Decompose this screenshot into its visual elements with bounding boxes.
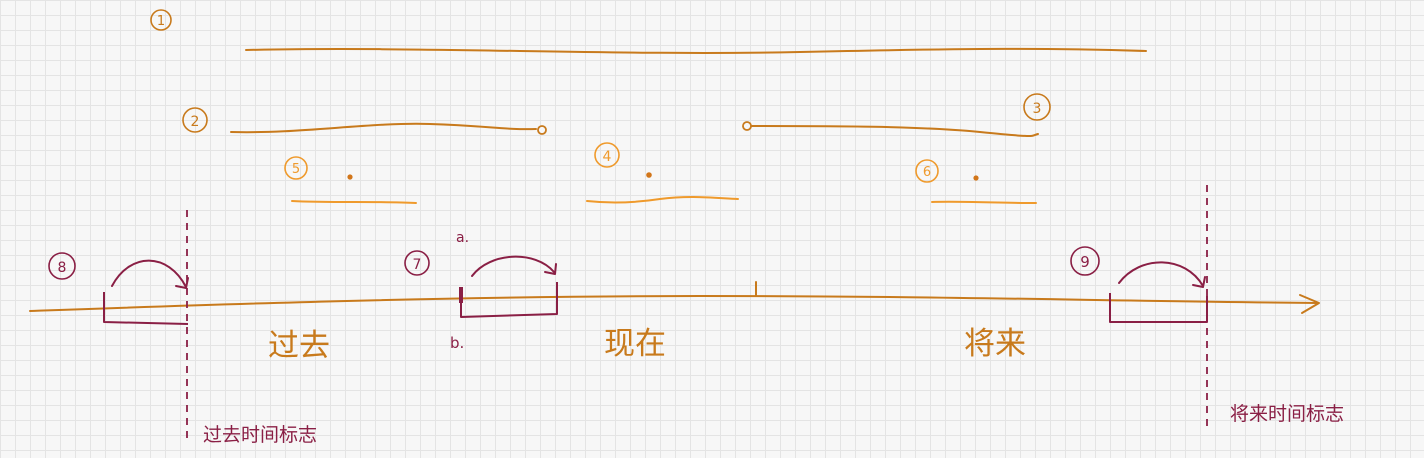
arc-8 bbox=[111, 259, 187, 288]
point-5-group: 5 bbox=[284, 156, 417, 204]
number-2-circle bbox=[182, 107, 208, 133]
number-3-label: 3 bbox=[1033, 101, 1042, 117]
line-3-open-endpoint bbox=[742, 121, 752, 131]
point-5-dot bbox=[347, 174, 353, 180]
number-6-label: 6 bbox=[923, 165, 931, 180]
arc-7 bbox=[471, 255, 555, 277]
line-2 bbox=[230, 122, 537, 134]
label-a: a. bbox=[456, 230, 469, 246]
label-past: 过去 bbox=[268, 328, 330, 364]
number-9-label: 9 bbox=[1080, 253, 1090, 271]
line-1 bbox=[245, 47, 1147, 54]
number-8-circle bbox=[48, 252, 76, 280]
point-4-dot bbox=[646, 172, 652, 178]
arc-9 bbox=[1118, 261, 1204, 287]
number-1-label: 1 bbox=[157, 14, 165, 29]
label-b: b. bbox=[450, 334, 464, 352]
time-axis-arrowhead bbox=[1299, 294, 1320, 314]
line-3 bbox=[751, 125, 1039, 137]
bracket-8 bbox=[103, 292, 189, 325]
marker-7-group: 7 a. b. bbox=[404, 230, 558, 352]
number-8-label: 8 bbox=[58, 260, 67, 276]
label-future-time-marker: 将来时间标志 bbox=[1230, 403, 1344, 425]
label-present: 现在 bbox=[604, 326, 666, 362]
time-axis-line bbox=[29, 294, 1319, 312]
line-1-group: 1 bbox=[150, 9, 1147, 54]
number-5-circle bbox=[284, 156, 308, 180]
number-9-circle bbox=[1070, 246, 1100, 276]
marker-9-group: 9 bbox=[1070, 185, 1208, 430]
number-1-circle bbox=[150, 9, 172, 31]
point-6-dot bbox=[973, 175, 979, 181]
line-2-open-endpoint bbox=[537, 125, 547, 135]
point-4-group: 4 bbox=[586, 142, 739, 204]
arc-7-arrowhead bbox=[544, 263, 557, 275]
marker-8-group: 8 bbox=[48, 210, 189, 440]
line-3-group: 3 bbox=[742, 93, 1051, 137]
number-3-circle bbox=[1023, 93, 1051, 121]
line-5 bbox=[291, 200, 417, 204]
number-7-circle bbox=[404, 250, 430, 276]
number-2-label: 2 bbox=[191, 114, 200, 130]
number-6-circle bbox=[915, 159, 939, 183]
label-future: 将来 bbox=[964, 326, 1026, 362]
bracket-7 bbox=[460, 282, 558, 318]
label-past-time-marker: 过去时间标志 bbox=[203, 424, 317, 446]
number-5-label: 5 bbox=[292, 162, 300, 177]
line-2-group: 2 bbox=[182, 107, 547, 135]
bracket-9 bbox=[1109, 293, 1208, 323]
line-4 bbox=[586, 196, 739, 204]
number-7-label: 7 bbox=[413, 257, 422, 273]
point-6-group: 6 bbox=[915, 159, 1037, 204]
arc-9-arrowhead bbox=[1192, 276, 1206, 288]
number-4-label: 4 bbox=[603, 149, 612, 165]
time-axis bbox=[29, 281, 1320, 314]
number-4-circle bbox=[594, 142, 620, 168]
line-6 bbox=[931, 200, 1037, 204]
